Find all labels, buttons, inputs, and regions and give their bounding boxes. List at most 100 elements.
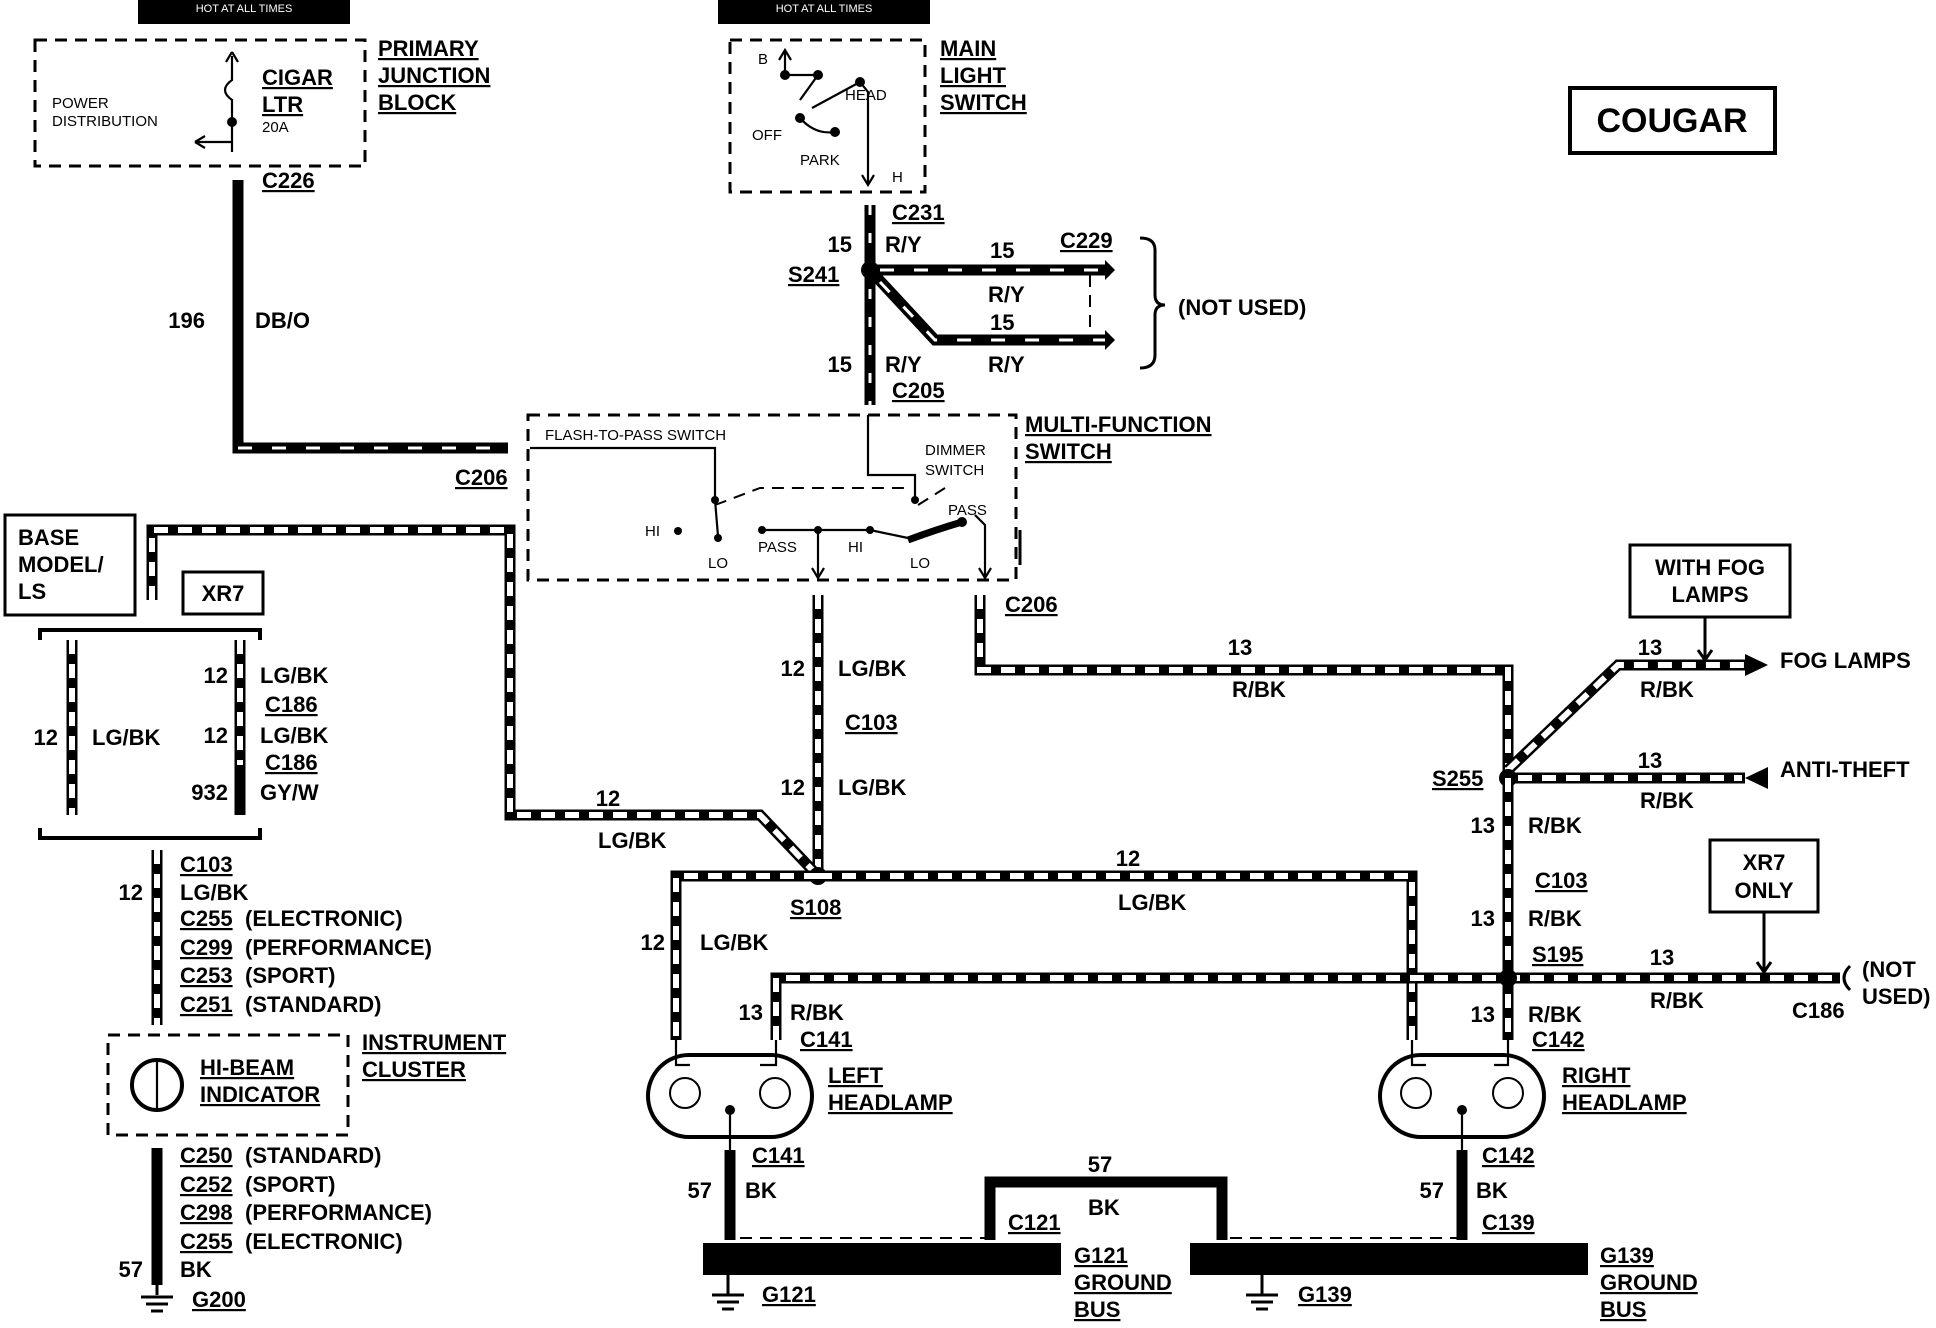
svg-text:PASS: PASS	[948, 502, 987, 519]
svg-text:R/BK: R/BK	[1232, 677, 1286, 702]
svg-text:(ELECTRONIC): (ELECTRONIC)	[245, 906, 403, 931]
s195-label: S195	[1532, 942, 1583, 967]
svg-text:12: 12	[781, 775, 805, 800]
wire-12-left-route: 12 LG/BK	[146, 524, 822, 880]
svg-text:BASE: BASE	[18, 525, 79, 550]
svg-text:R/BK: R/BK	[1640, 677, 1694, 702]
c141-bot-label: C141	[752, 1143, 805, 1168]
svg-text:G121: G121	[762, 1282, 816, 1307]
base-model-note: BASE MODEL/ LS	[3, 513, 137, 617]
svg-text:HOT AT ALL TIMES: HOT AT ALL TIMES	[196, 3, 293, 15]
svg-text:PARK: PARK	[800, 152, 840, 169]
svg-text:BK: BK	[745, 1178, 777, 1203]
svg-text:G139: G139	[1600, 1243, 1654, 1268]
cluster-connector-list-bottom: C250 (STANDARD) C252 (SPORT) C298 (PERFO…	[180, 1143, 432, 1254]
svg-text:LG/BK: LG/BK	[700, 930, 769, 955]
c226-label: C226	[262, 168, 315, 193]
c103-right-label: C103	[1535, 868, 1588, 893]
with-fog-note: WITH FOG LAMPS	[1628, 543, 1792, 663]
svg-text:DB/O: DB/O	[255, 308, 310, 333]
svg-text:G139: G139	[1298, 1282, 1352, 1307]
c139-label: C139	[1482, 1210, 1535, 1235]
xr7-note: XR7	[181, 570, 265, 616]
c121-label: C121	[1008, 1210, 1061, 1235]
cluster-connector-list-top: C255 (ELECTRONIC) C299 (PERFORMANCE) C25…	[180, 906, 432, 1017]
svg-text:13: 13	[1471, 1002, 1495, 1027]
svg-text:GROUND: GROUND	[1074, 1270, 1172, 1295]
wire-12-cluster: 12 LG/BK	[119, 850, 249, 1025]
wire-xr7-stack: 12 LG/BK 12 LG/BK 932 GY/W	[191, 640, 329, 815]
svg-text:LEFT: LEFT	[828, 1063, 884, 1088]
g121-ground-bus: G121 G121 GROUND BUS	[703, 1237, 1172, 1322]
svg-text:BK: BK	[1088, 1195, 1120, 1220]
svg-text:(PERFORMANCE): (PERFORMANCE)	[245, 1200, 432, 1225]
svg-text:R/Y: R/Y	[988, 282, 1025, 307]
wire-13-right: 13 R/BK 13 R/BK 13 R/BK	[1471, 778, 1582, 1040]
svg-text:C298: C298	[180, 1200, 233, 1225]
svg-text:LG/BK: LG/BK	[260, 723, 329, 748]
svg-text:12: 12	[119, 880, 143, 905]
svg-text:BLOCK: BLOCK	[378, 90, 456, 115]
g139-ground-bus: G139 G139 GROUND BUS	[1190, 1237, 1698, 1322]
wire-196: 196 DB/O	[168, 180, 508, 454]
svg-text:RIGHT: RIGHT	[1562, 1063, 1631, 1088]
svg-text:(SPORT): (SPORT)	[245, 963, 335, 988]
svg-text:SWITCH: SWITCH	[925, 462, 984, 479]
c103-left-label: C103	[180, 852, 233, 877]
wire-12-base: 12 LG/BK	[34, 640, 161, 815]
svg-text:57: 57	[688, 1178, 712, 1203]
svg-text:C255: C255	[180, 906, 233, 931]
svg-text:MAIN: MAIN	[940, 36, 996, 61]
svg-text:C250: C250	[180, 1143, 233, 1168]
svg-text:XR7: XR7	[1743, 850, 1786, 875]
svg-text:15: 15	[990, 310, 1014, 335]
svg-text:CLUSTER: CLUSTER	[362, 1057, 466, 1082]
svg-text:LG/BK: LG/BK	[260, 663, 329, 688]
svg-text:GROUND: GROUND	[1600, 1270, 1698, 1295]
svg-text:INDICATOR: INDICATOR	[200, 1082, 320, 1107]
svg-text:12: 12	[1116, 846, 1140, 871]
c229-label: C229	[1060, 228, 1113, 253]
c186-a-label: C186	[265, 692, 318, 717]
svg-text:15: 15	[828, 232, 852, 257]
svg-text:13: 13	[1228, 635, 1252, 660]
svg-text:C255: C255	[180, 1229, 233, 1254]
svg-text:13: 13	[1471, 906, 1495, 931]
svg-text:R/BK: R/BK	[1528, 906, 1582, 931]
svg-text:POWER: POWER	[52, 95, 109, 112]
g200-label: G200	[192, 1287, 246, 1312]
svg-text:OFF: OFF	[752, 127, 782, 144]
c205-label: C205	[892, 378, 945, 403]
svg-text:C253: C253	[180, 963, 233, 988]
c206-left-label: C206	[455, 465, 508, 490]
svg-text:12: 12	[781, 656, 805, 681]
svg-text:57: 57	[1420, 1178, 1444, 1203]
model-badge: COUGAR	[1568, 86, 1777, 155]
svg-text:R/BK: R/BK	[790, 1000, 844, 1025]
svg-text:R/BK: R/BK	[1650, 988, 1704, 1013]
wire-13-top: 13 R/BK	[974, 595, 1514, 775]
xr7-only-note: XR7 ONLY	[1708, 838, 1820, 975]
svg-text:LG/BK: LG/BK	[92, 725, 161, 750]
svg-text:13: 13	[1638, 635, 1662, 660]
svg-text:LG/BK: LG/BK	[1118, 890, 1187, 915]
svg-text:13: 13	[1650, 945, 1674, 970]
wire-15-trunk: 15 R/Y 15 R/Y 15 R/Y 15 R/Y	[828, 205, 1115, 405]
svg-text:12: 12	[204, 663, 228, 688]
svg-text:HI-BEAM: HI-BEAM	[200, 1055, 294, 1080]
svg-text:LO: LO	[708, 555, 728, 572]
svg-text:(NOT: (NOT	[1862, 957, 1916, 982]
svg-text:BK: BK	[180, 1257, 212, 1282]
svg-text:HEADLAMP: HEADLAMP	[1562, 1090, 1687, 1115]
svg-text:B: B	[758, 51, 768, 68]
svg-text:BUS: BUS	[1074, 1297, 1120, 1322]
svg-text:ONLY: ONLY	[1734, 878, 1793, 903]
wire-12-center: 12 LG/BK 12 LG/BK	[781, 595, 907, 870]
hot-banner-left: HOT AT ALL TIMES	[138, 0, 350, 24]
svg-text:DIMMER: DIMMER	[925, 442, 986, 459]
svg-text:LG/BK: LG/BK	[838, 775, 907, 800]
svg-text:WITH FOG: WITH FOG	[1655, 555, 1765, 580]
svg-text:R/Y: R/Y	[885, 232, 922, 257]
svg-text:C299: C299	[180, 935, 233, 960]
